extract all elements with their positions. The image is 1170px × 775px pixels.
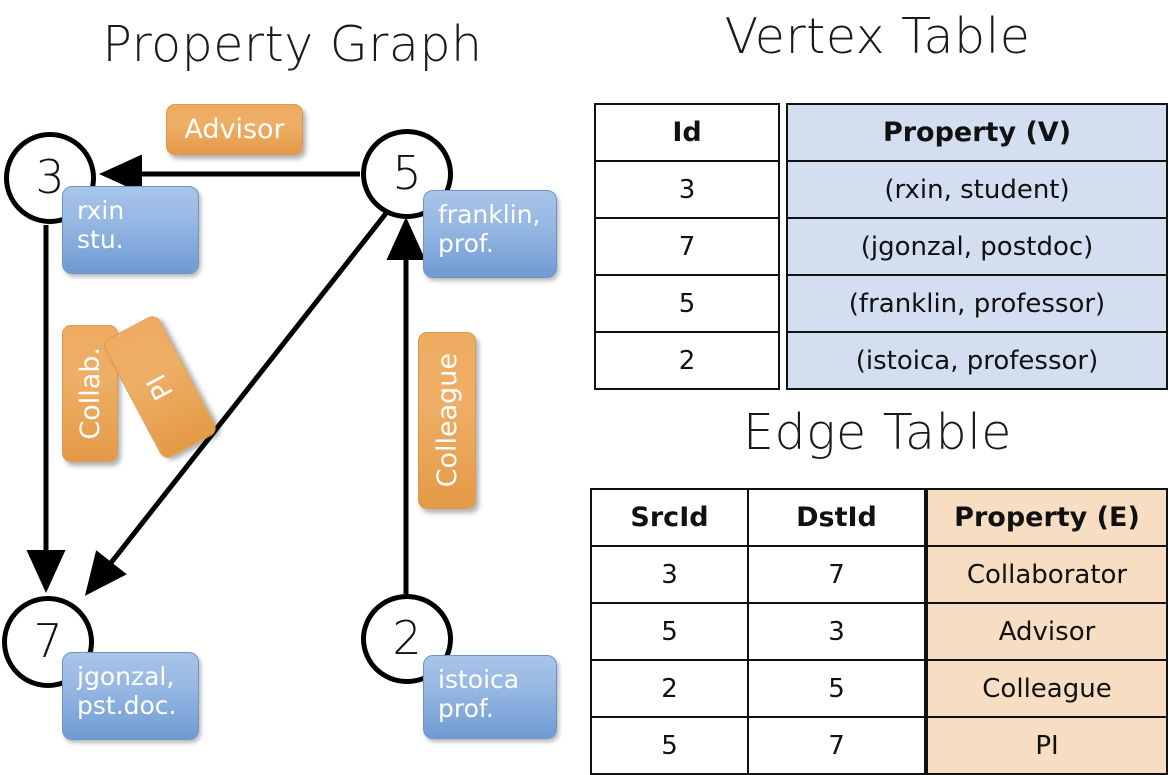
table-row[interactable]: (rxin, student): [786, 160, 1168, 219]
edge-label-advisor-text: Advisor: [184, 114, 285, 145]
edge-table-header-dstid: DstId: [747, 488, 926, 547]
edge-dstid-cell: 7: [747, 545, 926, 604]
vertex-node-2[interactable]: 2: [361, 594, 453, 684]
edge-dstid-cell: 7: [747, 716, 926, 775]
vertex-property-cell: (jgonzal, postdoc): [786, 217, 1168, 276]
table-row[interactable]: (franklin, professor): [786, 274, 1168, 333]
page-title-edge-table: Edge Table: [743, 404, 1012, 461]
edge-property-cell: Collaborator: [926, 545, 1168, 604]
vertex-property-box-2: istoica prof.: [423, 655, 557, 739]
table-row[interactable]: 2: [594, 331, 780, 390]
edge-label-advisor: Advisor: [166, 104, 303, 155]
vertex-table-header-property: Property (V): [786, 103, 1168, 162]
graph-edges-svg: [26, 154, 426, 596]
vertex-table-property-column: Property (V) (rxin, student) (jgonzal, p…: [786, 103, 1168, 390]
table-row[interactable]: Advisor: [926, 602, 1168, 661]
vertex-id-cell: 7: [594, 217, 780, 276]
edge-label-colleague-text: Colleague: [431, 353, 463, 488]
edge-property-cell: Colleague: [926, 659, 1168, 718]
vertex-id-cell: 5: [594, 274, 780, 333]
table-row[interactable]: (jgonzal, postdoc): [786, 217, 1168, 276]
table-row[interactable]: (istoica, professor): [786, 331, 1168, 390]
edge-srcid-cell: 2: [590, 659, 749, 718]
vertex-node-5[interactable]: 5: [361, 129, 453, 219]
table-header-row: Property (V): [786, 103, 1168, 162]
table-header-row: Id: [594, 103, 780, 162]
table-row[interactable]: Collaborator: [926, 545, 1168, 604]
vertex-node-7-label: 7: [33, 614, 63, 668]
edge-table-property-column: Property (E) Collaborator Advisor Collea…: [926, 488, 1168, 775]
vertex-id-cell: 3: [594, 160, 780, 219]
table-row[interactable]: 7: [594, 217, 780, 276]
table-row[interactable]: Colleague: [926, 659, 1168, 718]
table-header-row: SrcId DstId: [590, 488, 926, 547]
edge-property-cell: PI: [926, 716, 1168, 775]
edge-srcid-cell: 5: [590, 602, 749, 661]
edge-table-header-srcid: SrcId: [590, 488, 749, 547]
edge-dstid-cell: 3: [747, 602, 926, 661]
vertex-node-5-label: 5: [392, 146, 422, 200]
table-header-row: Property (E): [926, 488, 1168, 547]
table-row[interactable]: 2 5: [590, 659, 926, 718]
edge-label-pi-text: PI: [140, 369, 180, 405]
table-row[interactable]: 5: [594, 274, 780, 333]
property-graph-diagram: 3 5 7 2 rxin stu. franklin, prof. jgonza…: [0, 0, 585, 760]
edge-srcid-cell: 3: [590, 545, 749, 604]
page-title-property-graph: Property Graph: [102, 16, 483, 73]
vertex-property-box-3: rxin stu.: [62, 186, 199, 274]
edge-table-key-columns: SrcId DstId 3 7 5 3 2 5 5 7: [590, 488, 926, 775]
vertex-table-header-id: Id: [594, 103, 780, 162]
vertex-property-cell: (franklin, professor): [786, 274, 1168, 333]
vertex-node-3-label: 3: [35, 150, 65, 204]
page-title-vertex-table: Vertex Table: [724, 8, 1031, 65]
table-row[interactable]: PI: [926, 716, 1168, 775]
edge-table-header-property: Property (E): [926, 488, 1168, 547]
table-row[interactable]: 3: [594, 160, 780, 219]
table-row[interactable]: 3 7: [590, 545, 926, 604]
table-row[interactable]: 5 3: [590, 602, 926, 661]
edge-label-collab-text: Collab.: [74, 347, 106, 440]
vertex-id-cell: 2: [594, 331, 780, 390]
edge-srcid-cell: 5: [590, 716, 749, 775]
edge-property-cell: Advisor: [926, 602, 1168, 661]
vertex-property-cell: (rxin, student): [786, 160, 1168, 219]
edge-5-to-7-pi: [84, 205, 393, 596]
table-row[interactable]: 5 7: [590, 716, 926, 775]
edge-label-colleague: Colleague: [418, 332, 476, 509]
edge-dstid-cell: 5: [747, 659, 926, 718]
vertex-property-box-7: jgonzal, pst.doc.: [62, 652, 199, 740]
vertex-property-box-5: franklin, prof.: [423, 190, 557, 278]
vertex-property-cell: (istoica, professor): [786, 331, 1168, 390]
vertex-node-2-label: 2: [392, 611, 422, 665]
vertex-table-id-column: Id 3 7 5 2: [594, 103, 780, 390]
